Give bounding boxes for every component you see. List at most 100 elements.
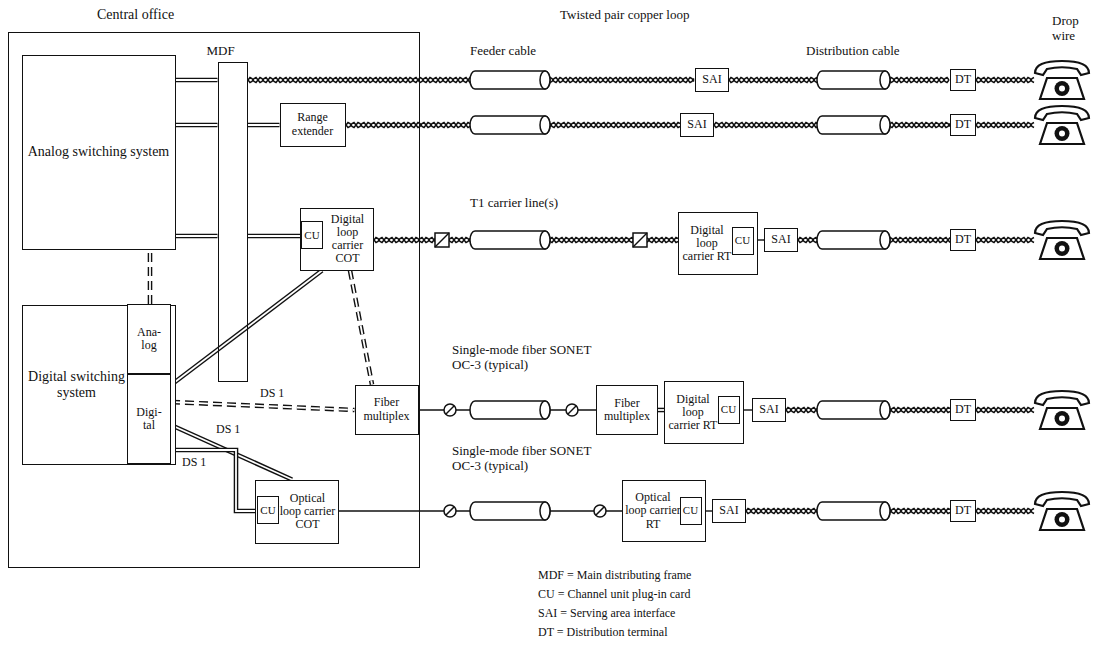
connector	[176, 80, 218, 81]
cable-label: Single-mode fiber SONET OC-3 (typical)	[452, 343, 602, 373]
analog-unit: Ana- log	[127, 304, 171, 374]
cable-sheath	[470, 401, 550, 419]
signal-label: DS 1	[180, 455, 208, 470]
connector	[150, 250, 151, 305]
box-text: DT	[955, 504, 971, 517]
box-text: DT	[955, 403, 971, 416]
dt-box: DT	[950, 500, 976, 522]
twisted-pair	[976, 78, 1034, 83]
text-line: Fiber multiplex	[599, 397, 655, 423]
telephone-icons	[1035, 61, 1089, 530]
text-line: DT	[955, 73, 971, 86]
twisted-pair	[976, 123, 1034, 128]
range-extender-box: Range extender	[280, 103, 346, 147]
dt-box: DT	[950, 114, 976, 136]
box-text: SAI	[702, 73, 721, 86]
twisted-pair	[976, 408, 1034, 413]
box-text: Analog switching system	[28, 144, 170, 159]
drop-wire	[976, 408, 1034, 413]
cable-sheath	[817, 116, 890, 134]
dt-box: DT	[950, 69, 976, 91]
text-line: DT	[955, 118, 971, 131]
box-text: Fiber multiplex	[358, 396, 416, 422]
text-line: CU	[735, 234, 750, 246]
box-text: Ana- log	[137, 326, 161, 352]
fiber-mux-box: Fiber multiplex	[355, 385, 419, 435]
box-text: CU	[735, 234, 750, 246]
connector	[248, 236, 302, 237]
digital-unit: Digi- tal	[127, 374, 171, 464]
legend-entry: CU = Channel unit plug-in card	[538, 587, 690, 602]
connector	[248, 125, 280, 126]
box-text: CU	[721, 403, 736, 415]
cable-label: Twisted pair copper loop	[560, 8, 760, 23]
t1-repeater	[633, 233, 647, 247]
cable-label: Distribution cable	[806, 44, 936, 59]
text-line: Analog switching system	[28, 144, 170, 159]
text-line: CU	[683, 504, 698, 516]
cable-sheath	[470, 231, 550, 249]
connector	[350, 271, 372, 385]
box-text: Fiber multiplex	[599, 397, 655, 423]
signal-label: DS 1	[258, 386, 286, 401]
connector	[176, 125, 218, 126]
box-text: SAI	[687, 118, 706, 131]
text-line: Digi- tal	[136, 406, 161, 432]
dt-box: DT	[950, 229, 976, 251]
box-text: Digital loop carrier RT	[667, 393, 719, 433]
signal-label: DS 1	[214, 422, 242, 437]
fiber-splice	[596, 507, 604, 515]
box-text: Optical loop carrier RT	[625, 491, 681, 531]
box-text: SAI	[771, 233, 790, 246]
text-line: SAI	[759, 403, 778, 416]
text-line: CU	[721, 403, 736, 415]
box-text: Digital switching system	[27, 369, 127, 400]
olc-rt-box: Optical loop carrier RTCU	[622, 480, 706, 542]
text-line: Optical loop carrier RT	[625, 491, 681, 531]
connector	[171, 402, 355, 410]
cable-label: Single-mode fiber SONET OC-3 (typical)	[452, 444, 602, 474]
fiber-splice	[446, 507, 454, 515]
connector	[171, 271, 322, 386]
t1-repeater	[633, 233, 647, 247]
cu-card: CU	[680, 497, 702, 525]
sai-box: SAI	[680, 113, 714, 137]
twisted-pair	[976, 509, 1034, 514]
olc-cot-box: Optical loop carrier COT CU	[255, 480, 339, 544]
legend-entry: DT = Distribution terminal	[538, 625, 668, 640]
mdf-frame: MDF	[218, 62, 248, 382]
box-text: SAI	[719, 504, 738, 517]
text-line: DT	[955, 403, 971, 416]
text-line: DT	[955, 504, 971, 517]
dt-box: DT	[950, 399, 976, 421]
drop-wire	[976, 78, 1034, 83]
dlc-rt-box: Digital loop carrier RTCU	[678, 212, 758, 275]
box-heading: Central office	[97, 7, 174, 23]
legend-entry: MDF = Main distributing frame	[538, 568, 691, 583]
dlc-rt-box: Digital loop carrier RTCU	[664, 381, 744, 444]
cable-sheath	[817, 71, 890, 89]
text-line: Digital loop carrier RT	[681, 224, 733, 264]
dlc-cot-box: Digital loop carrier COT CU	[300, 208, 374, 271]
box-text: Digi- tal	[136, 406, 161, 432]
cable-sheath	[817, 231, 890, 249]
connector	[171, 450, 257, 511]
drop-wire	[976, 509, 1034, 514]
text-line: Digital switching system	[27, 369, 127, 400]
box-text: Optical loop carrier COT	[280, 492, 336, 532]
text-line: Range extender	[283, 111, 343, 137]
text-line: Ana- log	[137, 326, 161, 352]
box-text: Digital loop carrier RT	[681, 224, 733, 264]
cable-sheath	[470, 71, 550, 89]
sai-box: SAI	[695, 68, 729, 92]
cable-label: T1 carrier line(s)	[470, 196, 610, 211]
box-text: DT	[955, 73, 971, 86]
box-text: Digital loop carrier COT	[325, 213, 371, 266]
drop-wire	[976, 123, 1034, 128]
text-line: CU	[304, 229, 319, 241]
twisted-pair	[976, 123, 1034, 128]
box-text: CU	[260, 504, 275, 516]
cu-card: CU	[301, 221, 323, 249]
twisted-pair	[976, 238, 1034, 243]
cable-sheath	[817, 502, 890, 520]
